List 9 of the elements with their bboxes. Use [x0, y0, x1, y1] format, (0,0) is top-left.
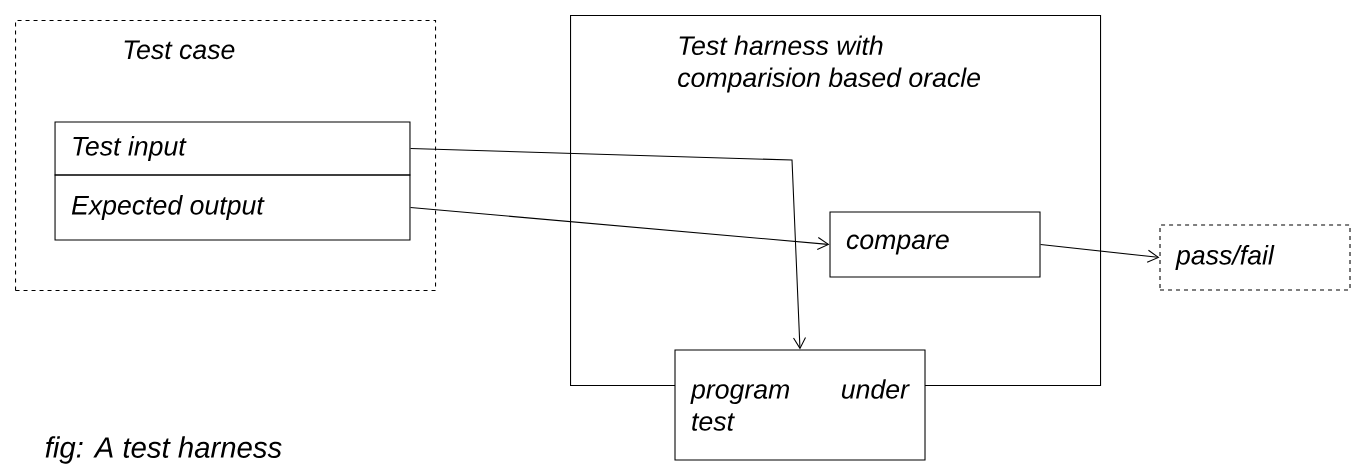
row-box: Test input — [54, 121, 411, 176]
arrow — [409, 147, 807, 350]
arrow — [1040, 243, 1160, 263]
arrow — [409, 206, 830, 250]
result-box: pass/fail — [1159, 224, 1351, 291]
caption: fig: A test harness — [45, 436, 282, 464]
row-box: Expected output — [54, 174, 411, 241]
process-box: program under test — [674, 349, 926, 461]
process-box: compare — [829, 211, 1041, 278]
